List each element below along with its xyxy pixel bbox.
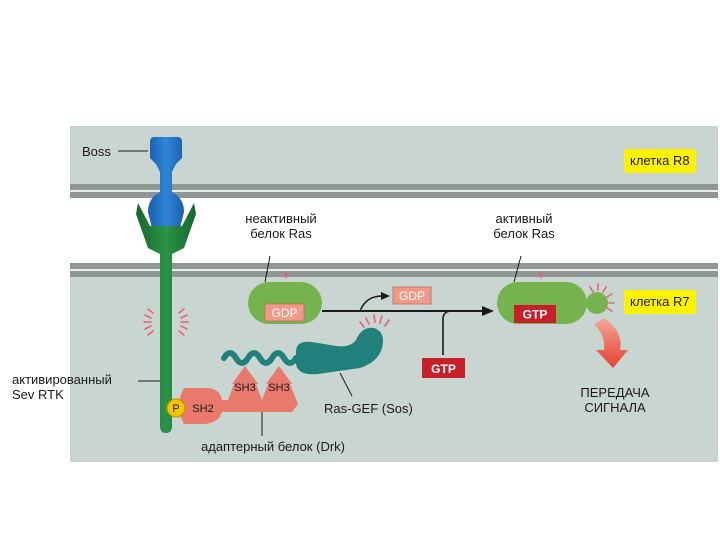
active-ras-line1: активный [495, 211, 553, 226]
gdp-label-released: GDP [399, 289, 425, 303]
phosphate-circle [166, 398, 186, 418]
gdp-box-inactive [264, 303, 305, 322]
active-ras-line2: белок Ras [493, 226, 555, 241]
lower-membrane [70, 263, 718, 277]
ras-gef-sos [221, 327, 383, 375]
signal-line2: СИГНАЛА [584, 400, 646, 415]
adapter-protein-drk [179, 366, 298, 424]
inactive-ras-line1: неактивный [245, 211, 317, 226]
cell-r8-tag: клетка R8 [624, 149, 696, 173]
gdp-label-inactive: GDP [271, 306, 297, 320]
sos-activation-rays [359, 314, 390, 328]
boss-label: Boss [82, 144, 111, 159]
gtp-box-free [422, 358, 465, 378]
cell-r7-tag: клетка R7 [624, 290, 696, 314]
gdp-gtp-exchange-arrows [322, 292, 494, 355]
sev-line2: Sev RTK [12, 387, 64, 402]
signal-arrow [594, 318, 628, 368]
signal-line1: ПЕРЕДАЧА [580, 385, 650, 400]
inactive-ras-caption: неактивный белок Ras [226, 211, 336, 241]
upper-membrane [70, 184, 718, 198]
sev-rtk-caption: активированный Sev RTK [12, 372, 112, 402]
sh3-label-b: SH3 [268, 382, 289, 394]
phosphate-label: P [172, 403, 179, 415]
sev-receptor [136, 203, 196, 433]
gtp-label-free: GTP [431, 362, 456, 376]
adapter-label: адаптерный белок (Drk) [201, 439, 345, 454]
receptor-activation-rays [143, 308, 189, 336]
gdp-box-released [392, 286, 432, 305]
active-ras-caption: активный белок Ras [476, 211, 572, 241]
active-ras-leader [513, 255, 522, 283]
inactive-ras-line2: белок Ras [250, 226, 312, 241]
gtp-box-bound [514, 305, 556, 323]
gtp-label-bound: GTP [523, 308, 548, 322]
ras-activation-rays [589, 283, 615, 312]
inactive-ras-leader [264, 255, 271, 283]
signal-caption: ПЕРЕДАЧА СИГНАЛА [566, 385, 664, 415]
boss-ligand [148, 136, 184, 228]
ras-gef-label: Ras-GEF (Sos) [324, 401, 413, 416]
sh2-label: SH2 [192, 403, 213, 415]
sev-line1: активированный [12, 372, 112, 387]
sh3-label-a: SH3 [234, 382, 255, 394]
sos-leader [339, 372, 353, 397]
